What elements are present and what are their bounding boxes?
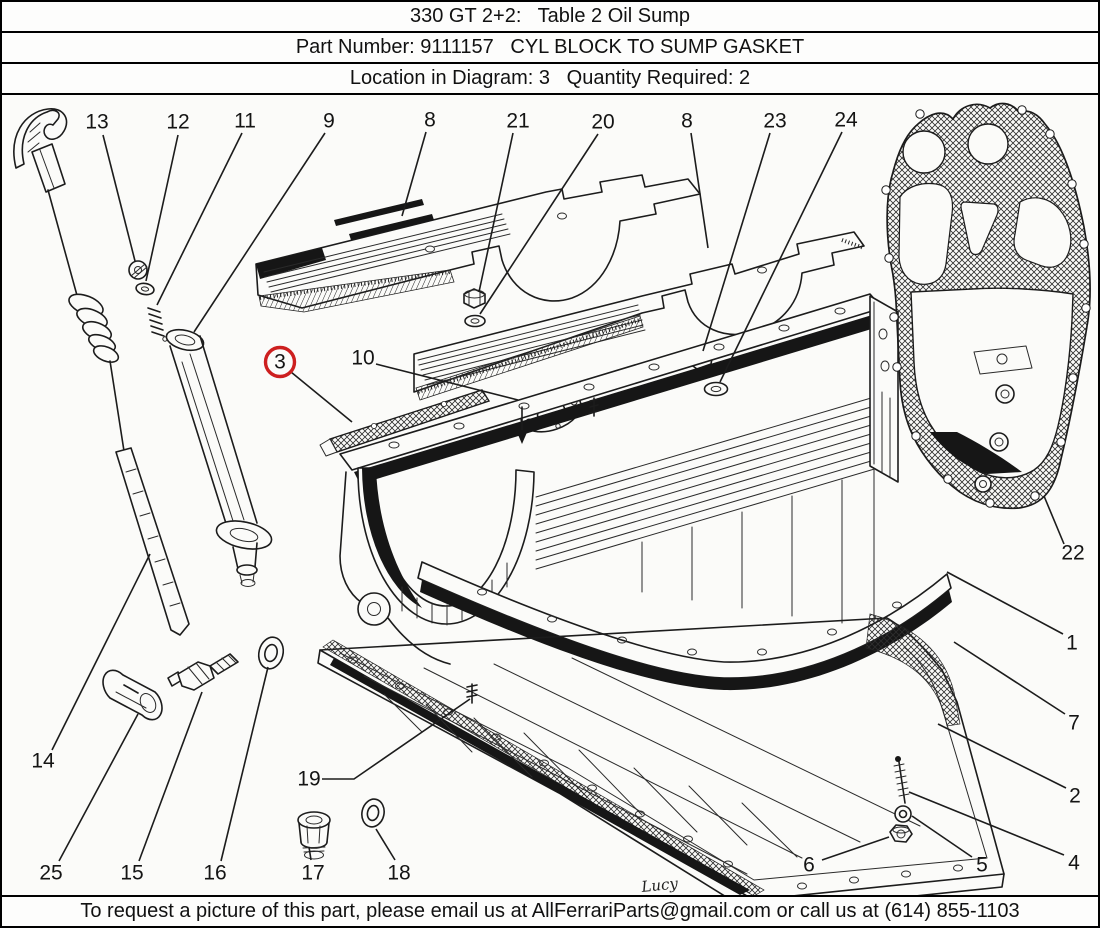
- leader-line-21: [478, 132, 514, 293]
- washer-20-art: [464, 314, 486, 328]
- baffle-plate-upper-art: [255, 174, 701, 313]
- leader-line-8: [690, 132, 709, 249]
- part-label-24: 24: [834, 109, 858, 132]
- part-label-8: 8: [681, 110, 693, 133]
- part-label-15: 15: [120, 862, 143, 885]
- highlight-circle: [263, 345, 297, 379]
- nut-21-art: [463, 288, 486, 309]
- leader-line-25: [58, 713, 139, 862]
- part-label-3-highlighted: 3: [274, 351, 286, 374]
- exploded-diagram: Lucy: [2, 97, 1098, 895]
- leader-line-18: [375, 828, 396, 861]
- part-label-25: 25: [39, 862, 62, 885]
- part-label-17: 17: [301, 862, 324, 885]
- part-label-4: 4: [1068, 852, 1080, 875]
- washer-24-art: [703, 381, 729, 397]
- part-label-16: 16: [203, 862, 226, 885]
- part-label-20: 20: [591, 111, 614, 134]
- washer-5-art: [894, 805, 912, 823]
- leader-line-5: [911, 815, 973, 858]
- artist-signature: Lucy: [640, 874, 680, 895]
- leader-line-11: [156, 132, 243, 306]
- leader-line-10: [375, 363, 519, 401]
- part-label-2: 2: [1069, 785, 1081, 808]
- page-title: 330 GT 2+2: Table 2 Oil Sump: [410, 5, 690, 27]
- leader-line-15: [138, 691, 203, 862]
- part-label-23: 23: [763, 110, 786, 133]
- drain-plug-17-art: [297, 811, 331, 860]
- contact-text: To request a picture of this part, pleas…: [80, 900, 1020, 922]
- leader-line-16: [220, 666, 269, 862]
- part-label-1: 1: [1066, 632, 1078, 655]
- part-label-12: 12: [166, 111, 189, 134]
- part-label-14: 14: [31, 750, 55, 773]
- sump-gasket-strip-art: [319, 389, 491, 457]
- header-row-location: Location in Diagram: 3 Quantity Required…: [2, 64, 1098, 95]
- leader-line-2: [937, 723, 1067, 789]
- diagram-svg: Lucy: [13, 102, 1091, 895]
- leader-line-1: [946, 571, 1064, 635]
- part-label-9: 9: [323, 110, 335, 133]
- leader-line-7: [953, 641, 1066, 715]
- washer-18-art: [361, 798, 385, 828]
- part-label-13: 13: [85, 111, 108, 134]
- part-label-19: 19: [297, 768, 320, 791]
- leader-line-12: [145, 134, 179, 282]
- part-label-6: 6: [803, 854, 815, 877]
- leader-line-3: [290, 371, 353, 423]
- filler-tube-art: [165, 328, 273, 587]
- leader-line-6: [821, 836, 890, 861]
- header-row-title: 330 GT 2+2: Table 2 Oil Sump: [2, 2, 1098, 33]
- nut-6-art: [889, 824, 913, 843]
- stud-4-art: [893, 756, 910, 804]
- leader-line-17: [308, 846, 312, 861]
- leader-line-9: [193, 132, 326, 333]
- baffle-plate-middle-art: [413, 231, 865, 401]
- plug-25-art: [102, 669, 163, 721]
- part-label-10: 10: [351, 347, 374, 370]
- leader-line-24: [719, 131, 843, 383]
- sender-15-art: [167, 653, 239, 691]
- leader-line-8: [401, 131, 427, 217]
- leader-line-20: [479, 133, 599, 315]
- part-label-11: 11: [234, 110, 256, 133]
- leader-line-4: [908, 791, 1065, 856]
- part-number-text: Part Number: 9111157 CYL BLOCK TO SUMP G…: [295, 36, 805, 58]
- header-row-part-number: Part Number: 9111157 CYL BLOCK TO SUMP G…: [2, 33, 1098, 64]
- leader-line-14: [51, 553, 151, 751]
- washer-13-art: [128, 260, 148, 280]
- part-label-7: 7: [1068, 712, 1080, 735]
- footer-contact-bar: To request a picture of this part, pleas…: [2, 895, 1098, 926]
- part-label-5: 5: [976, 854, 988, 877]
- washer-12-art: [135, 282, 155, 296]
- leader-line-13: [102, 134, 136, 262]
- spring-11-art: [147, 307, 168, 342]
- sump-casting-art: [339, 293, 952, 691]
- leader-line-19: [322, 698, 471, 780]
- part-label-8: 8: [424, 109, 436, 132]
- part-label-21: 21: [506, 110, 529, 133]
- oil-pan-art: Lucy: [317, 613, 1005, 895]
- part-label-22: 22: [1061, 542, 1084, 565]
- timing-cover-gasket-art: [881, 102, 1091, 510]
- washer-16-art: [257, 636, 285, 670]
- dipstick-art: [13, 108, 190, 636]
- leader-line-22: [1043, 495, 1065, 545]
- location-quantity-text: Location in Diagram: 3 Quantity Required…: [349, 67, 751, 89]
- part-label-18: 18: [387, 862, 410, 885]
- leader-line-23: [702, 132, 771, 352]
